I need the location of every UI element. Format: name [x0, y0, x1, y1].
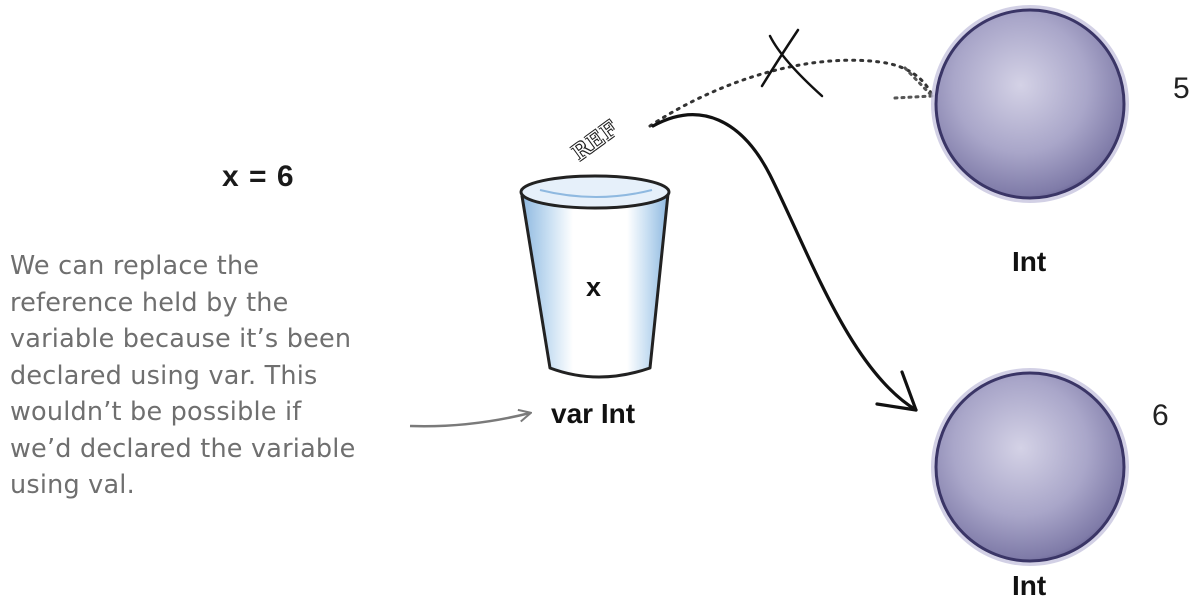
new-reference-arrowhead	[875, 370, 918, 412]
old-reference-arrowhead	[893, 66, 934, 100]
note-line: we’d declared the variable	[10, 433, 356, 464]
variable-cup	[519, 174, 671, 379]
object-type-label: Int	[1012, 570, 1047, 601]
new-reference-arrow	[651, 113, 918, 412]
note-line: reference held by the	[10, 287, 289, 318]
note-line: declared using var. This	[10, 360, 318, 391]
note-pointer-arrow	[409, 413, 530, 428]
object-value: 6	[1152, 399, 1169, 432]
int-object-6	[931, 368, 1129, 566]
note-line: variable because it’s been	[10, 324, 352, 354]
note-line: using val.	[10, 470, 135, 500]
cross-out-icon	[760, 28, 824, 98]
int-object-5	[931, 5, 1129, 203]
variable-name: x	[586, 272, 602, 302]
note-line: We can replace the	[10, 251, 260, 281]
object-value: 5	[1173, 72, 1190, 105]
annotation-note: We can replace the reference held by the…	[10, 248, 450, 504]
code-assignment: x = 6	[222, 160, 295, 193]
old-reference-arrow	[648, 58, 934, 128]
note-line: wouldn’t be possible if	[10, 397, 302, 427]
variable-type-label: var Int	[551, 398, 636, 429]
object-type-label: Int	[1012, 246, 1047, 277]
